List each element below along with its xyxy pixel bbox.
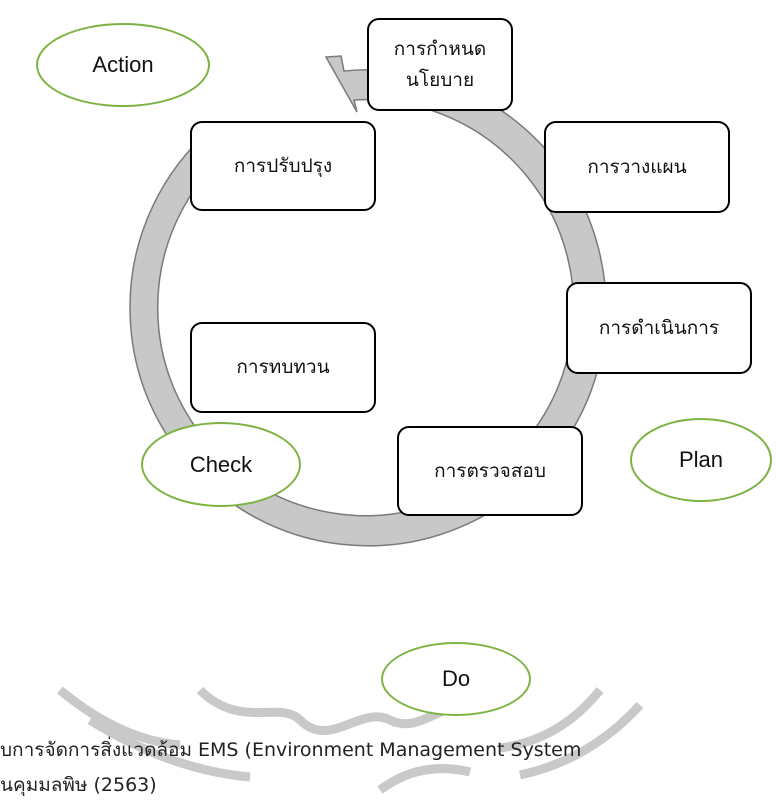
label-do: Do <box>381 642 531 716</box>
stage-implementation: การดำเนินการ <box>566 282 752 374</box>
stage-improvement: การปรับปรุง <box>190 121 376 211</box>
caption-line-2: นคุมมลพิษ (2563) <box>0 774 157 796</box>
label-action: Action <box>36 23 210 107</box>
watermark-seal <box>57 686 644 794</box>
label-plan: Plan <box>630 418 772 502</box>
stage-checking: การตรวจสอบ <box>397 426 583 516</box>
stage-review: การทบทวน <box>190 322 376 413</box>
label-check: Check <box>141 422 301 507</box>
stage-policy: การกำหนด นโยบาย <box>367 18 513 111</box>
caption-line-1: บการจัดการสิ่งแวดล้อม EMS (Environment M… <box>0 739 582 761</box>
stage-planning: การวางแผน <box>544 121 730 213</box>
